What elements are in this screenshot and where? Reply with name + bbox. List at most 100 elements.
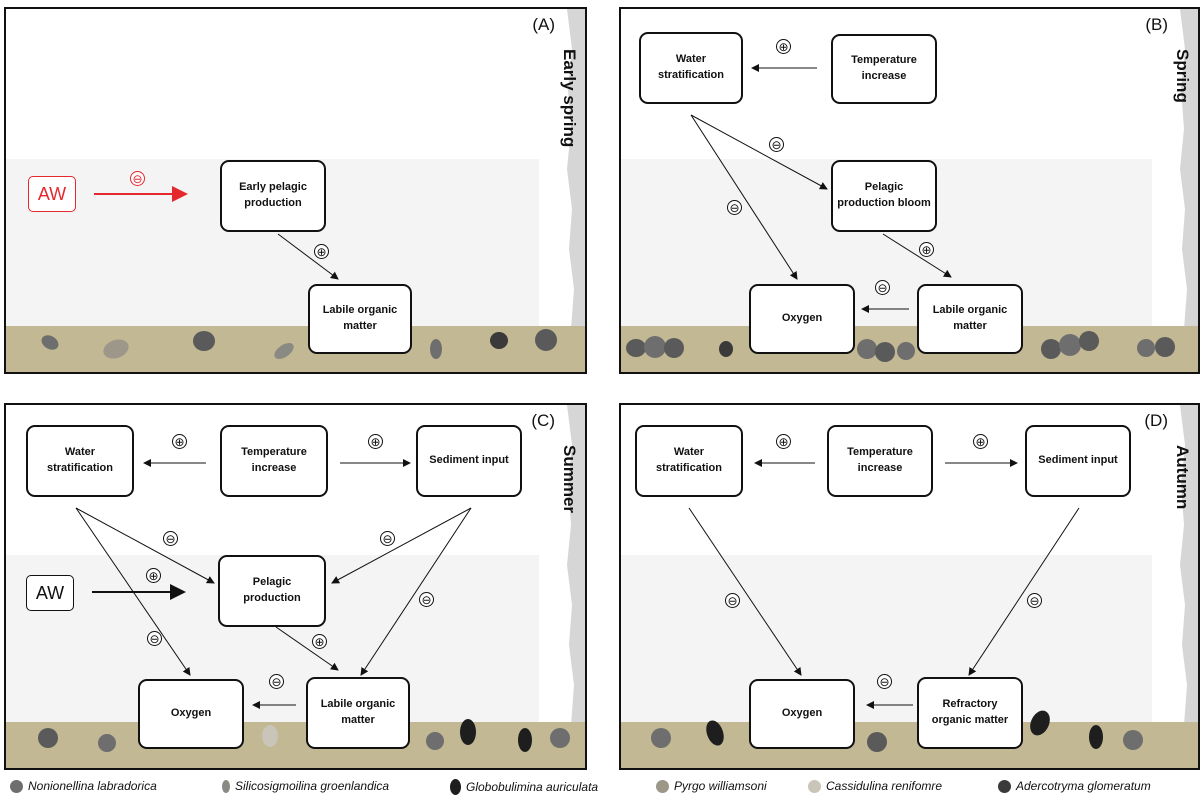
arrow-sediment-to-refractory xyxy=(968,507,1080,676)
minus-sign: ⊖ xyxy=(380,531,395,546)
plus-sign: ⊕ xyxy=(776,434,791,449)
foraminifera-shell xyxy=(262,725,278,747)
legend-swatch xyxy=(450,779,461,795)
coastline xyxy=(567,405,585,725)
oxygen-box: Oxygen xyxy=(138,679,244,749)
foraminifera-shell xyxy=(1089,725,1103,749)
panel-letter: (A) xyxy=(532,15,555,34)
arrow-sediment-to-labile xyxy=(360,507,472,676)
legend-swatch xyxy=(10,779,23,793)
foraminifera-shell xyxy=(98,734,116,752)
sediment-input-box: Sediment input xyxy=(1025,425,1131,497)
aw-box: AW xyxy=(28,176,76,212)
foraminifera-shell xyxy=(1059,334,1081,356)
foraminifera-shell xyxy=(1041,339,1061,359)
arrow-stratification-to-pelagic xyxy=(75,507,215,584)
temperature-increase-box: Temperature increase xyxy=(220,425,328,497)
season-label: Early spring xyxy=(560,49,579,148)
legend-label: Adercotryma glomeratum xyxy=(1016,779,1151,793)
oxygen-box: Oxygen xyxy=(749,284,855,354)
foraminifera-shell xyxy=(857,339,877,359)
foraminifera-shell xyxy=(875,342,895,362)
minus-sign: ⊖ xyxy=(875,280,890,295)
minus-sign: ⊖ xyxy=(725,593,740,608)
minus-sign: ⊖ xyxy=(147,631,162,646)
foraminifera-shell xyxy=(1137,339,1155,357)
legend-swatch xyxy=(222,779,230,793)
minus-sign: ⊖ xyxy=(727,200,742,215)
foraminifera-shell xyxy=(651,728,671,748)
arrow-stratification-to-oxygen xyxy=(690,114,798,280)
arrows xyxy=(94,186,339,280)
foraminifera-shell xyxy=(867,732,887,752)
foraminifera-shell xyxy=(38,728,58,748)
foraminifera-shell xyxy=(430,339,442,359)
legend-label: Pyrgo williamsoni xyxy=(674,779,767,793)
legend-item: Nonionellina labradorica xyxy=(10,779,157,793)
plus-sign: ⊕ xyxy=(919,242,934,257)
foraminifera-shell xyxy=(1079,331,1099,351)
foraminifera-shell xyxy=(1155,337,1175,357)
water-stratification-box: Water stratification xyxy=(635,425,743,497)
plus-sign: ⊕ xyxy=(973,434,988,449)
pelagic-production-box: Pelagic production xyxy=(218,555,326,627)
foraminifera-shell xyxy=(626,339,646,357)
minus-sign: ⊖ xyxy=(419,592,434,607)
pelagic-production-bloom-box: Pelagic production bloom xyxy=(831,160,937,232)
arrows xyxy=(688,459,1080,709)
foraminifera-shell xyxy=(535,329,557,351)
minus-sign: ⊖ xyxy=(1027,593,1042,608)
water-stratification-box: Water stratification xyxy=(26,425,134,497)
foraminifera-shell xyxy=(460,719,476,745)
temperature-increase-box: Temperature increase xyxy=(827,425,933,497)
legend-swatch xyxy=(656,779,669,793)
foraminifera-shell xyxy=(1123,730,1143,750)
foraminifera-shell xyxy=(644,336,666,358)
arrows xyxy=(75,459,472,709)
aw-box: AW xyxy=(26,575,74,611)
arrow-sediment-to-pelagic xyxy=(331,507,472,584)
plus-sign: ⊕ xyxy=(312,634,327,649)
plus-sign: ⊕ xyxy=(368,434,383,449)
labile-organic-matter-box: Labile organic matter xyxy=(306,677,410,749)
foraminifera-shell xyxy=(490,332,508,349)
temperature-increase-box: Temperature increase xyxy=(831,34,937,104)
plus-sign: ⊕ xyxy=(172,434,187,449)
foraminifera-shell xyxy=(719,341,733,357)
panel-letter: (B) xyxy=(1145,15,1168,34)
minus-sign: ⊖ xyxy=(877,674,892,689)
legend-label: Globobulimina auriculata xyxy=(466,780,599,794)
panel-early-spring: (A) Early spring AW Early pelagic produc… xyxy=(4,7,587,374)
arrows xyxy=(690,64,952,313)
panel-spring: (B) Spring Water stratification Temperat… xyxy=(619,7,1200,374)
season-label: Summer xyxy=(560,445,579,514)
legend-swatch xyxy=(998,779,1011,793)
plus-sign: ⊕ xyxy=(776,39,791,54)
arrow-bloom-to-labile xyxy=(882,233,952,278)
legend-item: Adercotryma glomeratum xyxy=(998,779,1151,793)
foraminifera-shell xyxy=(193,331,215,351)
foraminifera-shell xyxy=(897,342,915,360)
legend-item: Silicosigmoilina groenlandica xyxy=(222,779,389,793)
coastline xyxy=(1180,405,1198,725)
foraminifera-shell xyxy=(550,728,570,748)
panel-summer: (C) Summer Water stratification Temperat… xyxy=(4,403,587,770)
season-label: Autumn xyxy=(1173,445,1192,510)
species-legend: Nonionellina labradorica Silicosigmoilin… xyxy=(0,776,1204,798)
early-pelagic-production-box: Early pelagic production xyxy=(220,160,326,232)
legend-swatch xyxy=(808,779,821,793)
labile-organic-matter-box: Labile organic matter xyxy=(917,284,1023,354)
refractory-organic-matter-box: Refractory organic matter xyxy=(917,677,1023,749)
minus-sign: ⊖ xyxy=(769,137,784,152)
plus-sign: ⊕ xyxy=(146,568,161,583)
water-background xyxy=(621,555,1152,725)
foraminifera-shell xyxy=(664,338,684,358)
foraminifera-shell xyxy=(426,732,444,750)
coastline xyxy=(1180,9,1198,329)
minus-sign: ⊖ xyxy=(130,171,145,186)
sediment-input-box: Sediment input xyxy=(416,425,522,497)
legend-label: Silicosigmoilina groenlandica xyxy=(235,779,390,793)
minus-sign: ⊖ xyxy=(269,674,284,689)
panel-letter: (C) xyxy=(531,411,555,430)
oxygen-box: Oxygen xyxy=(749,679,855,749)
